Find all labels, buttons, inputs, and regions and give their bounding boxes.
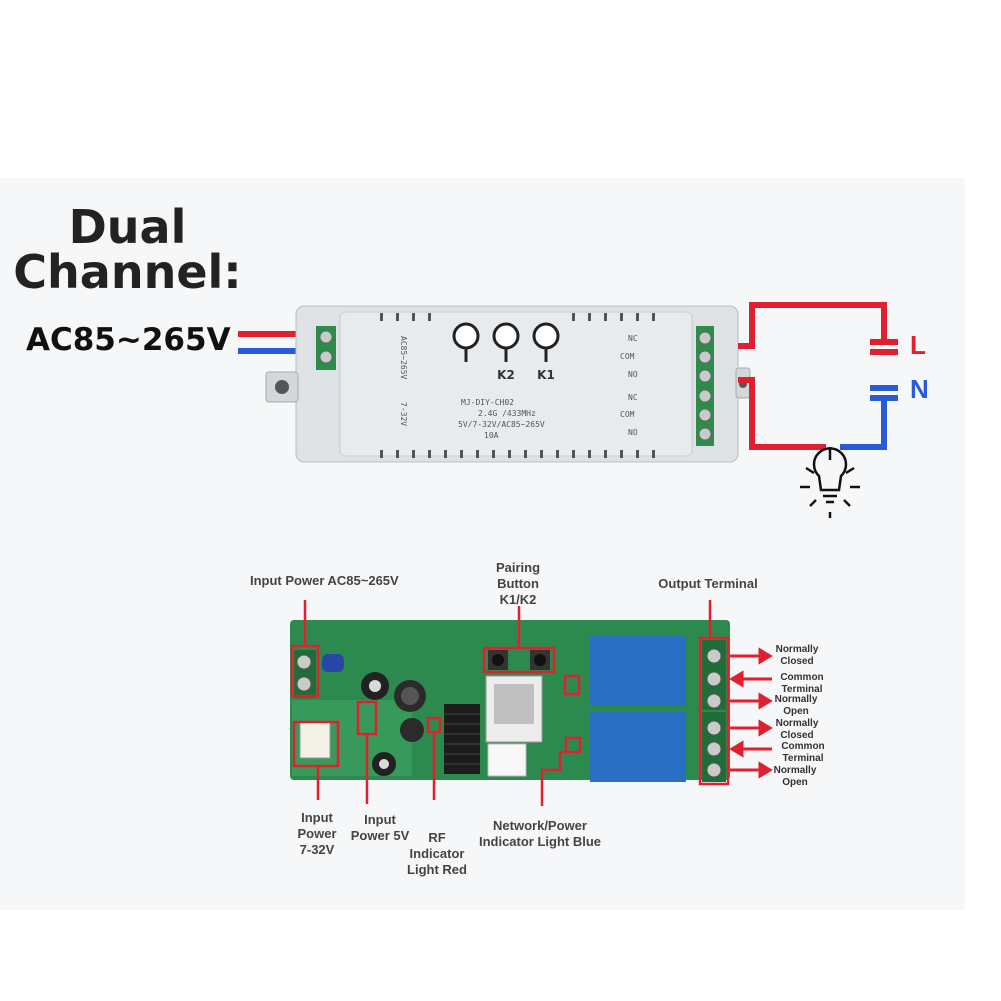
device-side-ac: AC85~265V — [399, 336, 408, 380]
device-model: MJ-DIY-CH02 — [461, 398, 514, 407]
light-bulb-icon — [800, 447, 860, 518]
neutral-label: N — [910, 374, 929, 404]
input-voltage-label: AC85~265V — [26, 322, 231, 358]
device-frequency: 2.4G /433MHz — [478, 409, 536, 418]
pointer-lines — [303, 600, 712, 806]
relay-module-case — [265, 305, 751, 463]
button-k2-label: K2 — [497, 368, 515, 382]
device-side-dc: 7-32V — [399, 402, 408, 427]
title-line-1: Dual — [68, 200, 187, 254]
terminal-no-2: NO — [628, 428, 638, 437]
terminal-nc-1: NC — [628, 334, 638, 343]
output-arrows — [729, 647, 773, 779]
title-line-2: Channel: — [13, 245, 242, 299]
terminal-no-1: NO — [628, 370, 638, 379]
output-wiring — [738, 302, 898, 450]
pcb-board — [290, 620, 730, 782]
output-terminal-caption: Output Terminal — [658, 576, 758, 591]
terminal-com-1: COM — [620, 352, 635, 361]
input-power-ac-caption: Input Power AC85~265V — [250, 573, 399, 588]
live-label: L — [910, 330, 926, 360]
device-power-spec: 5V/7-32V/AC85~265V — [458, 420, 545, 429]
background-panel — [0, 178, 965, 910]
terminal-com-2: COM — [620, 410, 635, 419]
button-k1-label: K1 — [537, 368, 555, 382]
terminal-nc-2: NC — [628, 393, 638, 402]
page-title: Dual Channel: — [10, 200, 245, 299]
device-current: 10A — [484, 431, 499, 440]
